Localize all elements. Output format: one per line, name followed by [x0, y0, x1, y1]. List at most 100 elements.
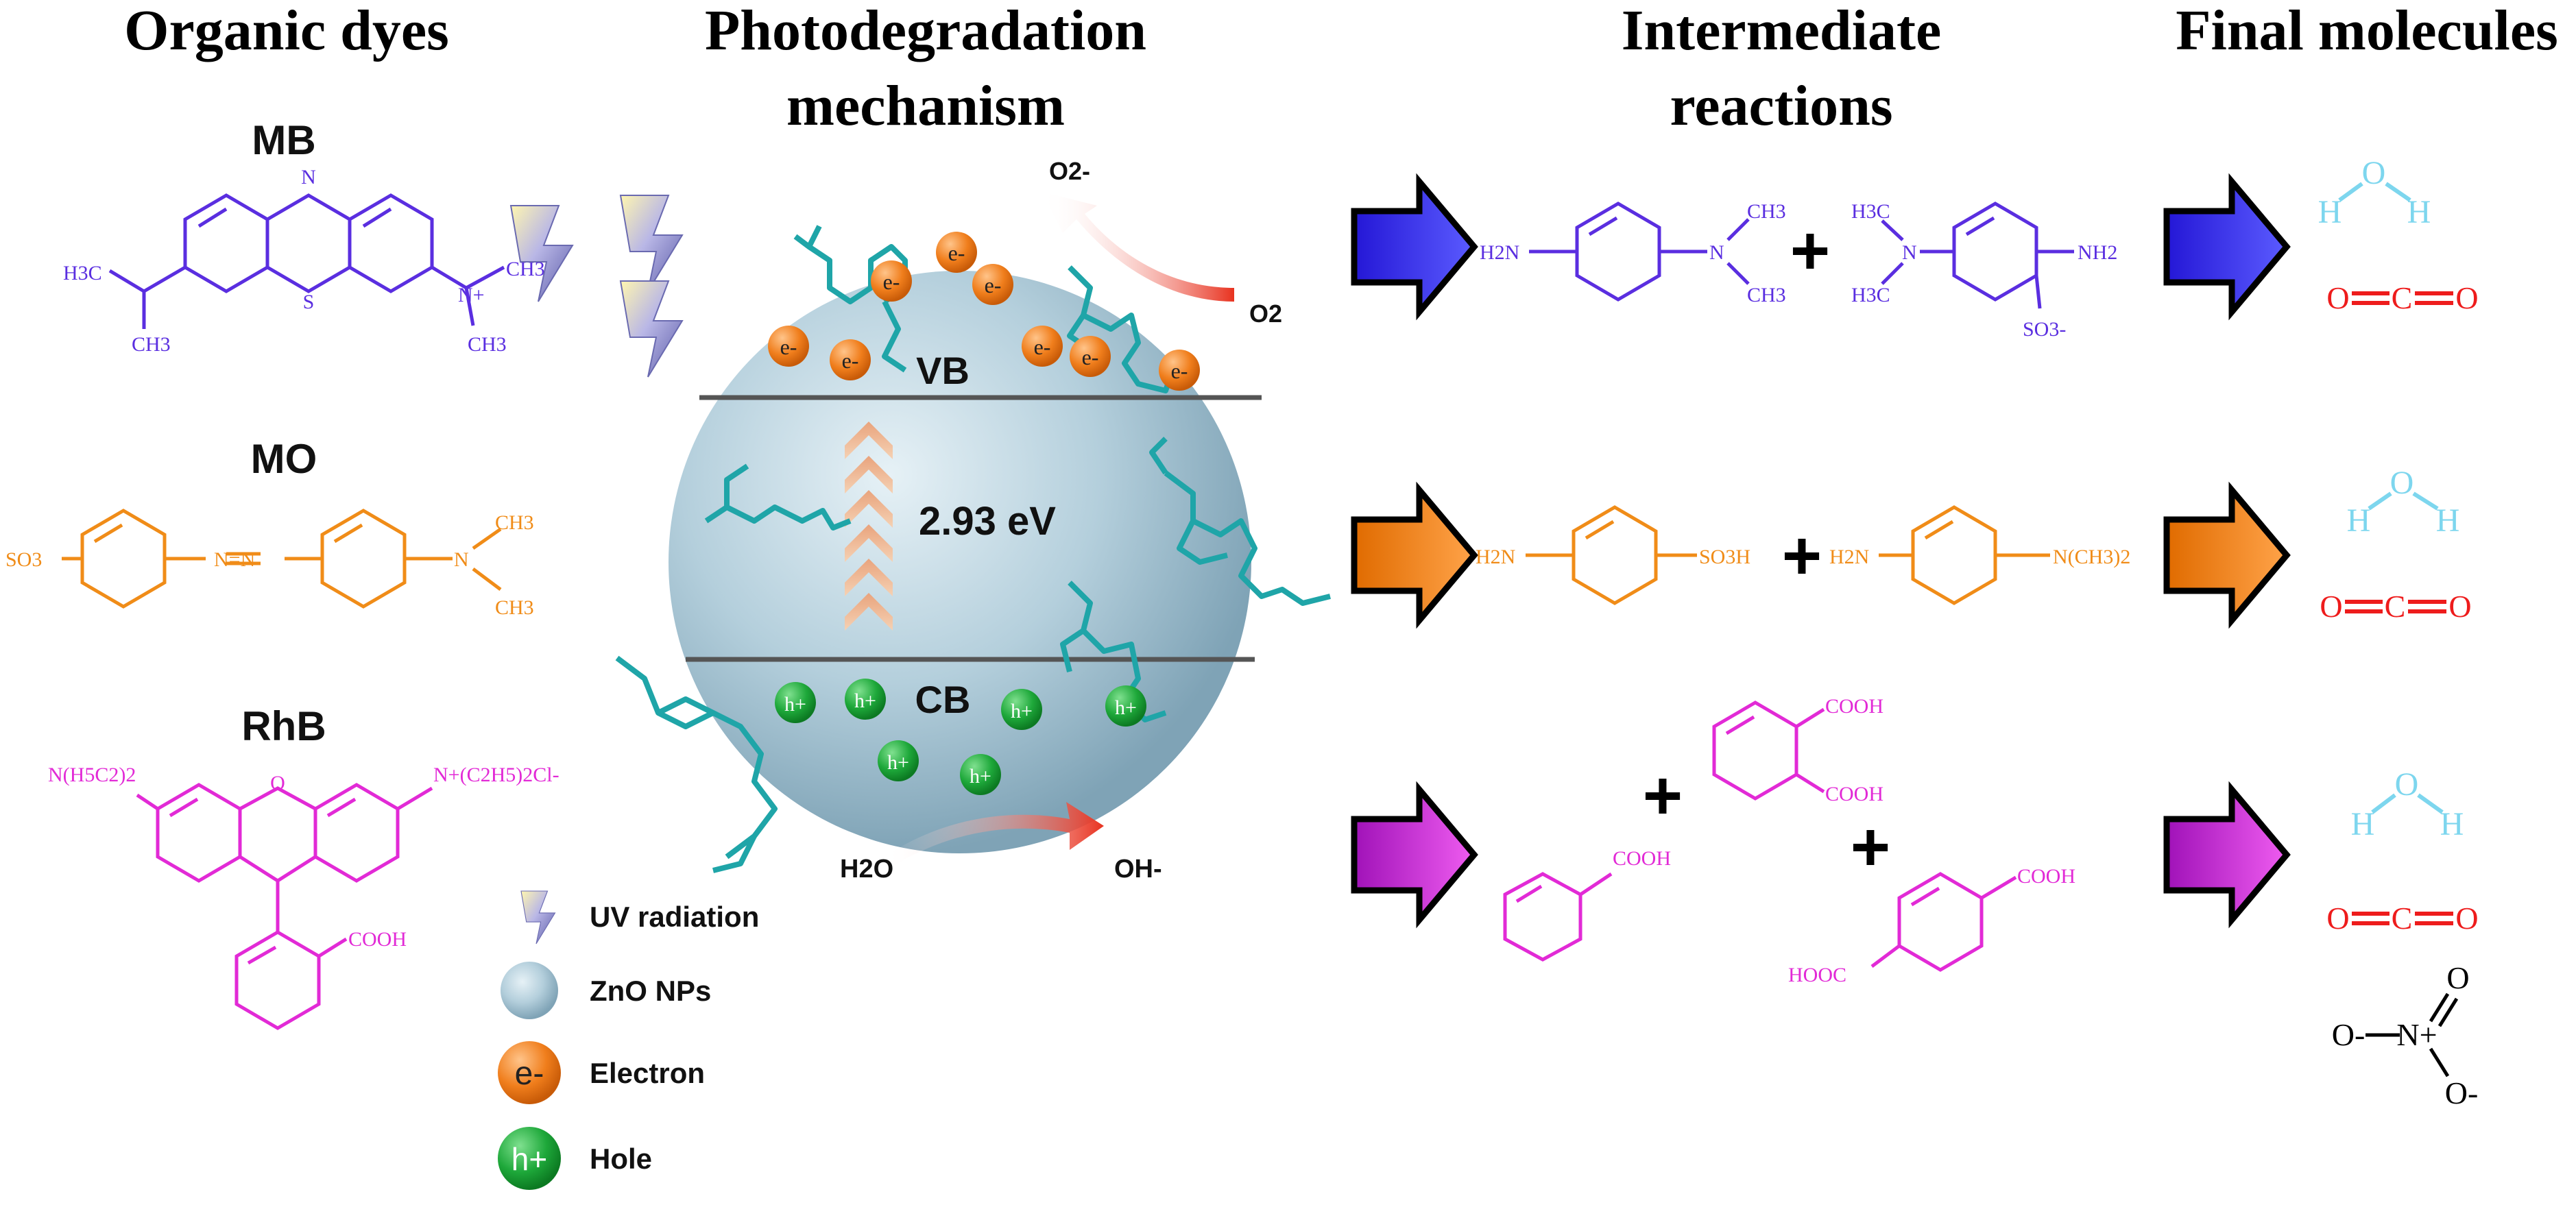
electron-icon — [498, 1041, 561, 1104]
electron: e- — [1070, 336, 1111, 377]
final-water-3: O H H — [2351, 766, 2464, 842]
nitrate-o-bottom: O- — [2445, 1075, 2479, 1110]
co2-o-left: O — [2320, 589, 2342, 624]
legend-hole-symbol: h+ — [511, 1141, 547, 1177]
svg-text:h+: h+ — [887, 751, 909, 774]
mb-int2-h3c-a: H3C — [1851, 200, 1890, 223]
plus-sign: + — [1851, 809, 1890, 886]
svg-text:h+: h+ — [1115, 696, 1137, 719]
dye-stick-5 — [615, 655, 778, 873]
final-co2-2: O C O — [2320, 589, 2471, 624]
uv-icon — [520, 890, 556, 945]
hole: h+ — [960, 754, 1001, 795]
hole: h+ — [1001, 689, 1042, 730]
co2-o-left: O — [2326, 280, 2349, 315]
nitrate-n: N+ — [2396, 1017, 2437, 1052]
water-o: O — [2395, 766, 2419, 803]
rhb-int-phthalic-b: COOH — [1825, 783, 1883, 805]
header-organic-dyes: Organic dyes — [124, 0, 449, 62]
legend-electron: e- Electron — [498, 1041, 705, 1104]
o2-reactant-label: O2 — [1249, 300, 1282, 328]
svg-text:h+: h+ — [1011, 700, 1033, 722]
svg-text:e-: e- — [1171, 358, 1188, 383]
mb-int1-n: N — [1709, 241, 1724, 264]
water-h-right: H — [2407, 194, 2431, 230]
plus-sign: + — [1782, 517, 1822, 594]
final-nitrate: O N+ O- O- — [2332, 960, 2479, 1110]
dye-rhb-name: RhB — [241, 703, 326, 749]
mb-left-h3c: H3C — [63, 262, 102, 284]
header-intermediate-line2: reactions — [1670, 74, 1892, 138]
rhb-acid: COOH — [348, 928, 407, 951]
legend-electron-label: Electron — [590, 1057, 705, 1089]
mb-ring-n: N — [301, 166, 316, 188]
legend-uv-label: UV radiation — [590, 901, 759, 933]
arrow-mo-intermediate — [1351, 481, 1478, 629]
band-gap-label: 2.93 eV — [919, 499, 1056, 544]
legend-hole: h+ Hole — [498, 1127, 652, 1190]
uv-bolt-2 — [620, 195, 683, 292]
legend-hole-label: Hole — [590, 1143, 652, 1175]
electron: e- — [830, 339, 871, 380]
arrow-mb-final — [2163, 173, 2291, 321]
uv-bolt-1 — [510, 205, 573, 302]
hole: h+ — [1105, 685, 1146, 727]
mo-int2-h2n: H2N — [1829, 546, 1869, 568]
mb-int2-h3c-b: H3C — [1851, 284, 1890, 306]
plus-sign: + — [1643, 757, 1683, 834]
final-co2-3: O C O — [2326, 901, 2478, 936]
intermediate-rhb: COOH COOH COOH COOH HOOC + + — [1503, 695, 2075, 986]
co2-o-right: O — [2455, 901, 2478, 936]
header-final-molecules: Final molecules — [2176, 0, 2558, 62]
nitrate-o-top: O — [2446, 960, 2469, 995]
mb-int1-ch3-b: CH3 — [1747, 284, 1786, 306]
electron: e- — [768, 326, 809, 367]
arrow-mo-final — [2163, 481, 2291, 629]
water-h-left: H — [2318, 194, 2342, 230]
adsorbed-dye-molecules — [615, 225, 1331, 873]
mo-int1-so3h: SO3H — [1699, 546, 1750, 568]
uv-bolt-3 — [620, 280, 683, 378]
rhb-int-tere-a: COOH — [2017, 865, 2075, 888]
electron: e- — [936, 232, 977, 273]
mb-right-ch3-b: CH3 — [468, 333, 507, 356]
dye-mo: MO SO3 N=N N CH3 CH3 — [5, 436, 534, 619]
water-o: O — [2362, 155, 2386, 191]
mo-right-ch3-b: CH3 — [495, 596, 534, 619]
mb-ring-s: S — [303, 291, 315, 313]
svg-text:e-: e- — [985, 273, 1002, 297]
arrow-mb-intermediate — [1351, 173, 1478, 321]
header-mechanism-line2: mechanism — [786, 74, 1065, 138]
final-water-2: O H H — [2347, 465, 2460, 539]
block-arrows — [1351, 173, 2291, 929]
co2-c: C — [2385, 589, 2406, 624]
legend: UV radiation ZnO NPs e- Electron h+ Hole — [498, 890, 759, 1190]
legend-zno: ZnO NPs — [501, 962, 711, 1019]
hole: h+ — [878, 740, 919, 781]
nitrate-o-left: O- — [2332, 1017, 2366, 1052]
mb-int2-nh2: NH2 — [2078, 241, 2117, 264]
mb-right-n: N+ — [458, 284, 485, 306]
electron: e- — [871, 260, 912, 302]
mb-int1-ch3-a: CH3 — [1747, 200, 1786, 223]
uv-bolts — [510, 195, 683, 378]
co2-c: C — [2392, 280, 2413, 315]
h2o-oxidation-arrow — [884, 802, 1104, 867]
rhb-oxygen: O — [270, 772, 285, 794]
vb-label: VB — [916, 349, 970, 392]
dye-stick-3 — [704, 463, 852, 531]
rhb-int-benzoic: COOH — [1613, 847, 1671, 870]
mo-left-so3: SO3 — [5, 548, 42, 571]
h2o-label: H2O — [840, 855, 893, 884]
mo-int1-h2n: H2N — [1476, 546, 1515, 568]
rhb-right-group: N+(C2H5)2Cl- — [433, 764, 559, 786]
svg-text:h+: h+ — [970, 765, 991, 788]
water-h-left: H — [2347, 502, 2371, 539]
excitation-chevrons — [845, 422, 893, 631]
svg-text:e-: e- — [780, 334, 797, 359]
svg-text:e-: e- — [1034, 334, 1051, 359]
zno-sphere-icon — [501, 962, 558, 1019]
co2-o-right: O — [2455, 280, 2478, 315]
water-o: O — [2390, 465, 2414, 501]
